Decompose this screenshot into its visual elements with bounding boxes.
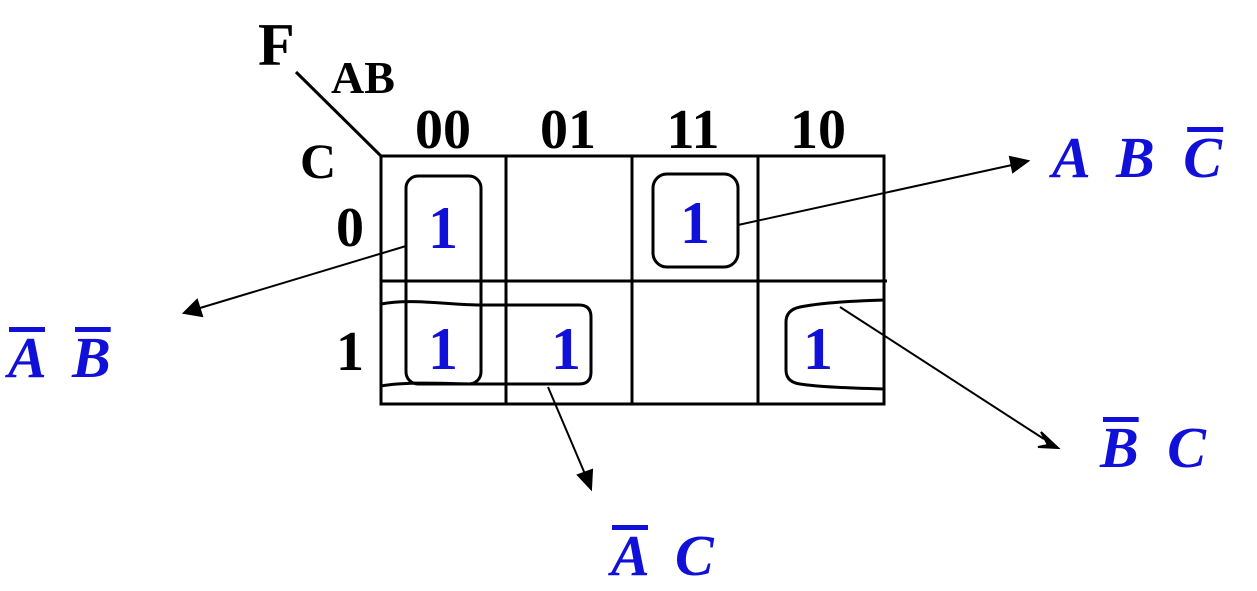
corner-diagonal <box>294 70 383 158</box>
term-letter: B <box>1099 415 1139 480</box>
column-variable-label: AB <box>331 52 395 103</box>
row-variable-label: C <box>300 133 336 189</box>
term-label-a-bar-c: A C <box>608 523 715 588</box>
kmap-grid <box>379 154 887 406</box>
loop-a-bar-c <box>380 300 593 388</box>
complement-bar <box>1187 127 1224 132</box>
term-letter: A <box>5 325 45 390</box>
function-label: F <box>258 12 295 78</box>
row-header-0: 0 <box>336 197 364 259</box>
col-header-10: 10 <box>790 99 846 161</box>
complement-bar <box>1103 417 1139 422</box>
col-header-01: 01 <box>540 99 596 161</box>
term-letter: B <box>1115 125 1155 190</box>
term-letter: B <box>71 325 111 390</box>
term-letter: C <box>1183 125 1223 190</box>
cell-r0-c2: 1 <box>680 190 710 256</box>
cell-r1-c0: 1 <box>428 316 458 382</box>
row-header-1: 1 <box>336 321 364 383</box>
complement-bar <box>612 525 648 530</box>
complement-bar <box>75 327 111 332</box>
term-letter: A <box>1049 125 1089 190</box>
cell-r1-c1: 1 <box>551 316 581 382</box>
grouping-loops <box>380 172 885 391</box>
cell-r1-c3: 1 <box>803 316 833 382</box>
term-letter: C <box>675 523 715 588</box>
term-label-b-bar-c: B C <box>1099 415 1207 480</box>
col-header-00: 00 <box>415 99 471 161</box>
loop-b-bar-c <box>784 298 885 391</box>
term-arrows <box>181 155 1061 492</box>
term-label-a-bar-b-bar: A B <box>5 325 111 390</box>
term-letter: A <box>608 523 648 588</box>
col-header-11: 11 <box>667 99 720 161</box>
cell-r0-c0: 1 <box>428 195 458 261</box>
loop-a-b-c-bar <box>651 172 740 269</box>
term-letter: C <box>1167 415 1207 480</box>
term-label-a-b-c-bar: A B C <box>1049 125 1223 190</box>
complement-bar <box>9 327 45 332</box>
